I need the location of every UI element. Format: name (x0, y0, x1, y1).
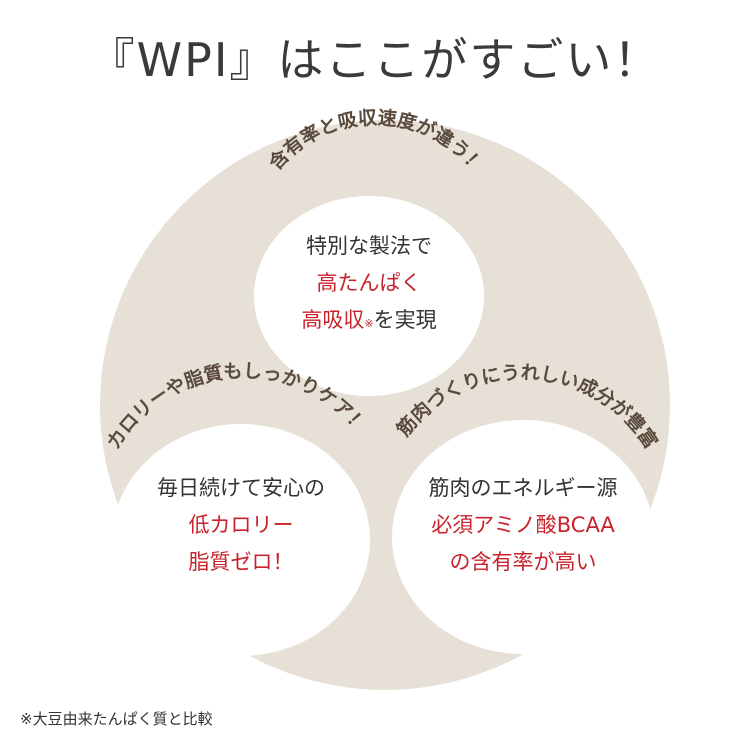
top-line-3-main: 高吸収 (301, 308, 365, 332)
top-line-3: 高吸収※を実現 (254, 302, 484, 342)
footnote: ※大豆由来たんぱく質と比較 (20, 710, 213, 728)
right-line-1: 筋肉のエネルギー源 (428, 476, 618, 500)
right-feature-circle (392, 420, 654, 654)
left-arc-label: カロリーや脂質もしっかりケア！ (103, 360, 372, 453)
left-feature-circle (112, 424, 370, 656)
left-feature-text: 毎日続けて安心の 低カロリー 脂質ゼロ！ (112, 470, 370, 581)
left-line-1: 毎日続けて安心の (157, 476, 325, 500)
footnote-mark: ※ (364, 317, 374, 330)
left-line-3: 脂質ゼロ！ (188, 550, 294, 574)
top-feature-text: 特別な製法で 高たんぱく 高吸収※を実現 (254, 228, 484, 342)
top-line-3-tail: を実現 (373, 308, 437, 332)
left-line-2: 低カロリー (188, 513, 294, 537)
top-feature-circle (254, 196, 484, 396)
page-title: 『WPI』はここがすごい！ (88, 33, 662, 87)
right-arc-label: 筋肉づくりにうれしい成分が豊富 (392, 362, 662, 453)
top-line-1: 特別な製法で (306, 234, 432, 258)
top-line-2: 高たんぱく (316, 271, 422, 295)
right-line-2: 必須アミノ酸BCAA (431, 513, 615, 537)
top-arc-label: 含有率と吸収速度が違う！ (264, 106, 488, 178)
right-line-3: の含有率が高い (449, 550, 597, 574)
right-feature-text: 筋肉のエネルギー源 必須アミノ酸BCAA の含有率が高い (392, 470, 654, 581)
